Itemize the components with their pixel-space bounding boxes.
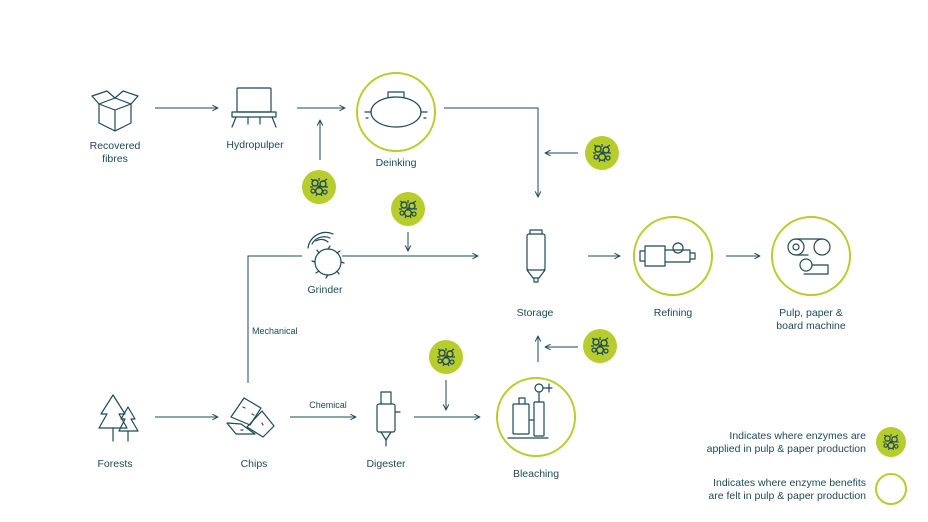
legend-enzyme-benefits: Indicates where enzyme benefits are felt… (708, 477, 866, 502)
storage-tower-icon (526, 229, 546, 283)
label-chips: Chips (240, 458, 268, 470)
machine-ring (771, 216, 851, 296)
enzyme-molecule-icon (583, 329, 617, 363)
refining-ring (633, 216, 713, 296)
legend-enzymes-applied: Indicates where enzymes are applied in p… (706, 430, 866, 455)
label-bleaching: Bleaching (512, 468, 560, 480)
enzyme-molecule-icon (391, 192, 425, 226)
digester-icon (376, 391, 401, 447)
label-grinder: Grinder (307, 284, 343, 296)
legend-ring (875, 473, 907, 505)
label-storage: Storage (516, 307, 554, 319)
label-hydropulper: Hydropulper (226, 139, 284, 151)
deinking-ring (356, 72, 436, 152)
label-pulp-paper-board-machine: Pulp, paper & board machine (776, 307, 846, 332)
line-chips-mechanical (247, 255, 302, 383)
wood-chips-icon (226, 397, 275, 438)
paper-roll-icon (787, 238, 831, 275)
connectors (155, 108, 760, 417)
label-deinking: Deinking (375, 157, 417, 169)
box-icon (91, 90, 139, 132)
enzyme-molecule-icon (585, 136, 619, 170)
label-recovered-fibres: Recovered fibres (89, 140, 141, 165)
enzyme-badges (302, 136, 906, 457)
label-chemical: Chemical (309, 400, 347, 410)
enzyme-molecule-icon (429, 340, 463, 374)
bleaching-icon (507, 383, 553, 439)
hydropulper-icon (231, 87, 277, 128)
trees-icon (98, 394, 139, 442)
label-mechanical: Mechanical (252, 326, 298, 336)
refiner-icon (639, 242, 696, 267)
label-digester: Digester (366, 458, 406, 470)
label-forests: Forests (97, 458, 133, 470)
enzyme-molecule-icon (876, 427, 906, 457)
label-refining: Refining (653, 307, 693, 319)
enzyme-molecule-icon (302, 170, 336, 204)
arrow-deinking-to-storage (444, 107, 538, 197)
bleaching-ring (496, 377, 576, 457)
grinder-icon (307, 231, 345, 279)
deinking-tank-icon (364, 91, 428, 128)
